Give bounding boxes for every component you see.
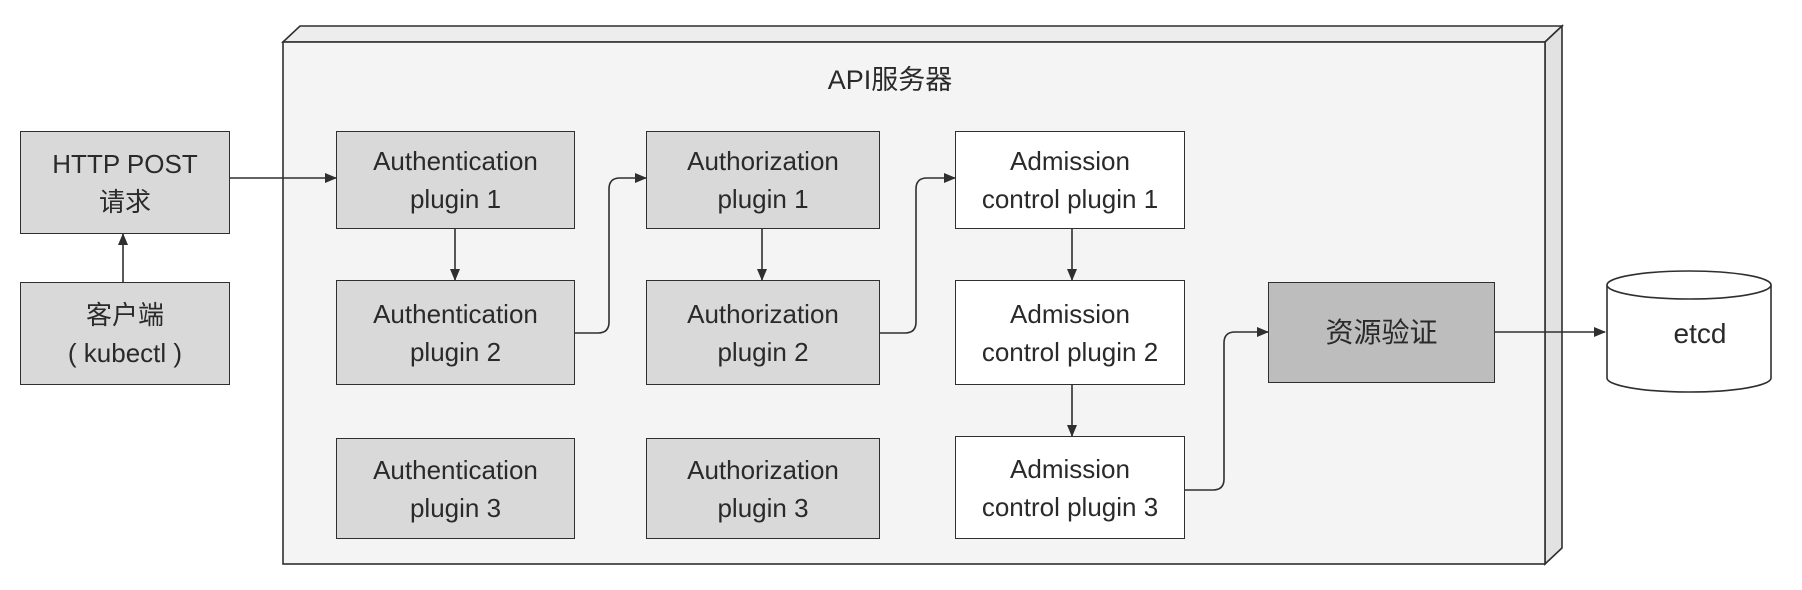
- request-line-1: HTTP POST: [52, 148, 198, 179]
- admission-plugin-1-label: Admission: [1010, 146, 1130, 176]
- client-kubectl-box: 客户端 ( kubectl ): [20, 282, 230, 385]
- arrow-authentication-to-authorization: [575, 173, 647, 334]
- authentication-plugin-1-number: plugin 1: [409, 184, 502, 214]
- resource-validation-label: 资源验证: [1325, 316, 1438, 348]
- admission-plugin-3-label: Admission: [1010, 453, 1130, 484]
- etcd-cylinder: [1606, 270, 1772, 393]
- authentication-plugin-2: Authentication plugin 2: [336, 280, 575, 385]
- admission-control-plugin-3: Admission control plugin 3: [955, 436, 1185, 539]
- admission-plugin-1-number: control plugin 1: [981, 184, 1159, 214]
- http-post-request-box: HTTP POST 请求: [20, 131, 230, 234]
- authentication-plugin-3-number: plugin 3: [409, 492, 502, 523]
- authentication-plugin-2-label: Authentication: [373, 298, 538, 329]
- arrow-authorization-to-admission: [880, 173, 956, 334]
- authentication-plugin-2-number: plugin 2: [409, 336, 502, 367]
- authorization-plugin-3-label: Authorization: [687, 454, 839, 485]
- authorization-plugin-3: Authorization plugin 3: [646, 438, 880, 539]
- authorization-plugin-3-number: plugin 3: [717, 492, 809, 523]
- client-line-1: 客户端: [85, 299, 164, 330]
- request-line-2: 请求: [98, 186, 151, 217]
- api-server-title: API服务器: [827, 65, 953, 95]
- resource-validation-box: 资源验证: [1268, 282, 1495, 383]
- etcd-label: etcd: [1673, 318, 1727, 349]
- authorization-plugin-1-number: plugin 1: [717, 184, 809, 214]
- admission-control-plugin-1: Admission control plugin 1: [955, 131, 1185, 229]
- admission-plugin-3-number: control plugin 3: [981, 491, 1159, 522]
- authorization-plugin-2: Authorization plugin 2: [646, 280, 880, 385]
- authorization-plugin-2-label: Authorization: [687, 298, 839, 329]
- authorization-plugin-2-number: plugin 2: [717, 336, 809, 367]
- authentication-plugin-3: Authentication plugin 3: [336, 438, 575, 539]
- authorization-plugin-1-label: Authorization: [687, 146, 839, 176]
- admission-plugin-2-number: control plugin 2: [981, 336, 1159, 367]
- admission-control-plugin-2: Admission control plugin 2: [955, 280, 1185, 385]
- authorization-plugin-1: Authorization plugin 1: [646, 131, 880, 229]
- authentication-plugin-1: Authentication plugin 1: [336, 131, 575, 229]
- admission-plugin-2-label: Admission: [1010, 298, 1130, 329]
- authentication-plugin-1-label: Authentication: [373, 146, 538, 176]
- authentication-plugin-3-label: Authentication: [373, 454, 538, 485]
- client-line-2: ( kubectl ): [67, 337, 183, 368]
- arrow-admission-to-validation: [1185, 327, 1269, 491]
